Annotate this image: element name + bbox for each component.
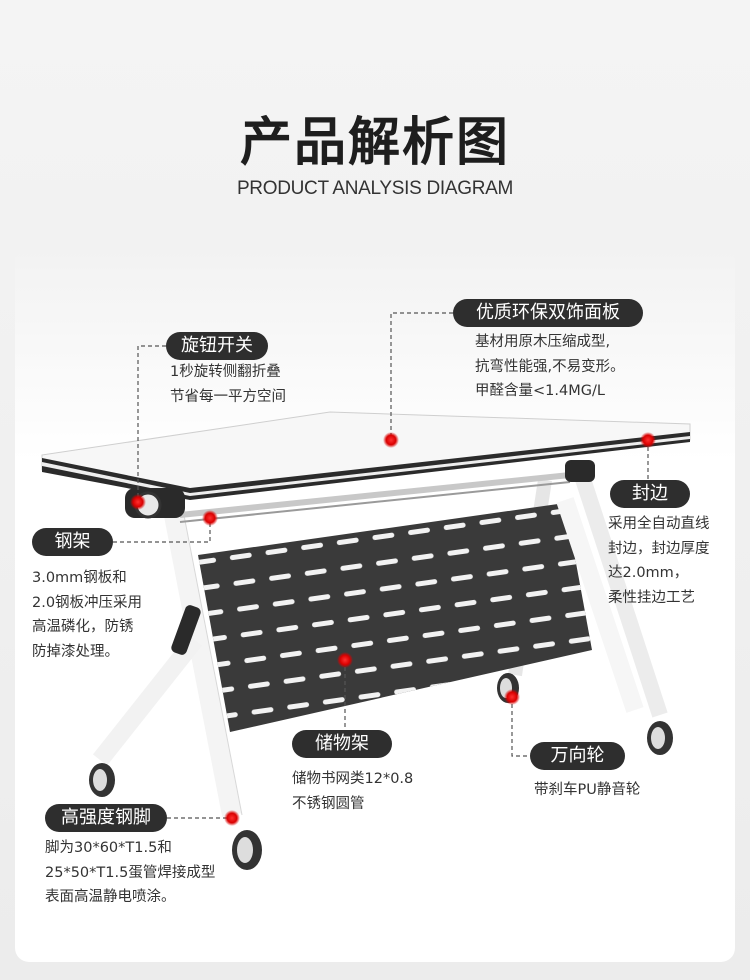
page-subtitle: PRODUCT ANALYSIS DIAGRAM: [236, 178, 514, 199]
desc-line: 采用全自动直线: [608, 516, 710, 532]
callout-edge-desc: 采用全自动直线 封边，封边厚度 达2.0mm， 柔性挂边工艺: [608, 512, 710, 610]
callout-frame-label: 钢架: [32, 528, 113, 556]
desc-line: 3.0mm钢板和: [32, 570, 127, 586]
desc-line: 不锈钢圆管: [292, 795, 365, 812]
callout-leg-desc: 脚为30*60*T1.5和 25*50*T1.5蛋管焊接成型 表面高温静电喷涂。: [45, 836, 215, 910]
tabletop: [41, 411, 691, 500]
callout-caster-label: 万向轮: [530, 742, 625, 770]
callout-knob-desc: 1秒旋转侧翻折叠 节省每一平方空间: [170, 360, 286, 409]
callout-panel-desc: 基材用原木压缩成型, 抗弯性能强,不易变形。 甲醛含量<1.4MG/L: [475, 330, 625, 404]
front-legs: [92, 497, 644, 817]
callout-shelf-label: 储物架: [292, 730, 392, 758]
desc-line: 封边，封边厚度: [608, 540, 710, 557]
desc-line: 高温磷化，防锈: [32, 619, 134, 635]
desc-line: 25*50*T1.5蛋管焊接成型: [45, 864, 216, 881]
hotspot-markers: [130, 432, 656, 826]
desc-line: 2.0钢板冲压采用: [32, 594, 143, 611]
callout-leg-label: 高强度钢脚: [45, 804, 167, 832]
desc-line: 储物书网类12*0.8: [292, 771, 414, 787]
callout-knob-label: 旋钮开关: [166, 332, 268, 360]
desc-line: 带刹车PU静音轮: [534, 782, 641, 798]
page-title: 产品解析图: [239, 113, 510, 173]
desc-line: 脚为30*60*T1.5和: [45, 840, 172, 856]
callout-panel-label: 优质环保双饰面板: [453, 299, 643, 327]
desc-line: 抗弯性能强,不易变形。: [475, 358, 625, 375]
desc-line: 甲醛含量<1.4MG/L: [475, 383, 605, 399]
desc-line: 防掉漆处理。: [32, 643, 119, 660]
desc-line: 基材用原木压缩成型,: [475, 334, 611, 350]
callout-frame-desc: 3.0mm钢板和 2.0钢板冲压采用 高温磷化，防锈 防掉漆处理。: [32, 566, 142, 664]
callout-edge-label: 封边: [610, 480, 690, 508]
desc-line: 1秒旋转侧翻折叠: [170, 364, 281, 380]
callout-caster-desc: 带刹车PU静音轮: [534, 778, 640, 803]
desc-line: 柔性挂边工艺: [608, 589, 695, 606]
desc-line: 节省每一平方空间: [170, 388, 286, 405]
desc-line: 表面高温静电喷涂。: [45, 889, 176, 905]
desc-line: 达2.0mm，: [608, 565, 689, 581]
callout-shelf-desc: 储物书网类12*0.8 不锈钢圆管: [292, 767, 413, 816]
